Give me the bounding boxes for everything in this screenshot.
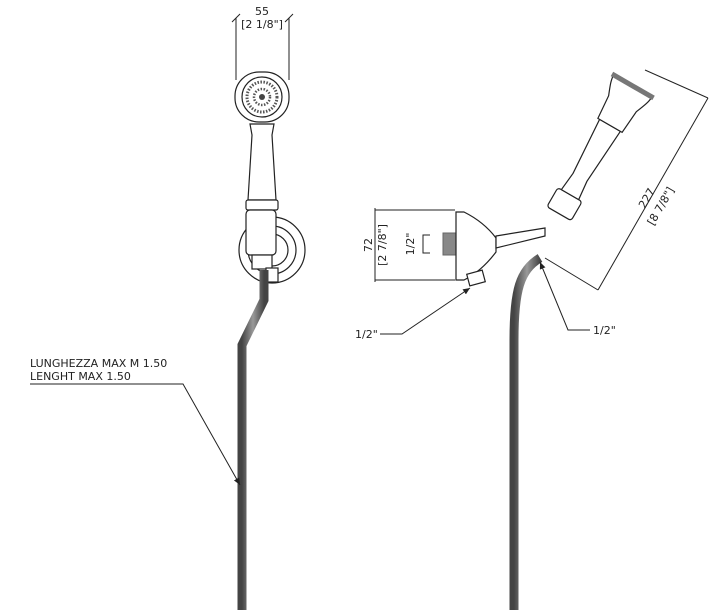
hose-right-side: [509, 254, 543, 610]
shower-head-front: [234, 71, 290, 123]
side-view: 72 [2 7/8"] 1/2" 227 [8 7/8"] 1/2" 1/2": [355, 69, 709, 610]
hose-length-label-en: LENGHT MAX 1.50: [30, 370, 131, 383]
hose-left: [237, 270, 269, 610]
thread-size-label: 1/2": [404, 233, 417, 256]
bracket-arm: [495, 227, 546, 249]
hose-outlet-size-label: 1/2": [593, 324, 616, 337]
dimension-line: [644, 69, 709, 99]
dimension-tick: [284, 13, 294, 23]
thread-connector: [442, 232, 457, 256]
handle: [247, 123, 277, 201]
hose-inlet-size-label: 1/2": [355, 328, 378, 341]
height-mm-label: 72: [362, 238, 375, 252]
width-in-label: [2 1/8"]: [241, 18, 283, 31]
front-view: 55 [2 1/8"] LUNGHEZZA MAX M 1.50 LENGHT …: [30, 5, 306, 610]
wall-bracket-side: [455, 211, 497, 281]
hose-leader-line: [30, 383, 241, 486]
outlet-leader-line: [539, 261, 590, 331]
hose-inlet-connector: [465, 269, 487, 287]
width-mm-label: 55: [255, 5, 269, 18]
thread-dimension: [422, 234, 430, 254]
dimension-line: [544, 257, 599, 291]
dimension-tick: [231, 13, 241, 23]
handle-collar: [245, 199, 279, 211]
inlet-leader-line: [380, 287, 471, 335]
hose-length-label-it: LUNGHEZZA MAX M 1.50: [30, 357, 167, 370]
bracket-holder: [245, 209, 277, 256]
shower-head-side: [547, 71, 655, 221]
length-dimension-line: [597, 97, 709, 291]
height-in-label: [2 7/8"]: [376, 224, 389, 266]
